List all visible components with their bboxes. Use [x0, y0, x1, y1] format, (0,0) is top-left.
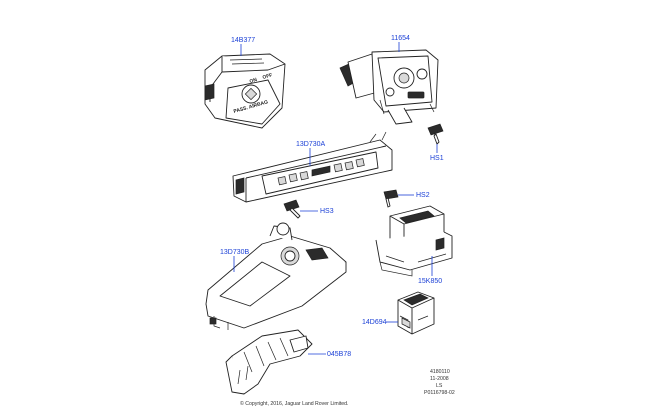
off-marking: OFF	[262, 72, 273, 81]
callout-15k850: 15K850	[418, 278, 442, 285]
part-15k850-module	[375, 205, 453, 277]
on-marking: ON	[249, 77, 258, 85]
callout-13d730a: 13D730A	[296, 141, 326, 148]
callout-hs2: HS2	[416, 192, 430, 199]
part-13d730b-console	[205, 222, 347, 330]
part-14b377-airbag-switch: PASS. AIRBAG ON OFF	[204, 53, 286, 129]
footer-line3: LS	[436, 383, 443, 389]
part-11654-headlamp-switch	[339, 49, 439, 125]
part-13d730a-switch-panel	[232, 131, 393, 203]
callout-14b377: 14B377	[231, 37, 255, 44]
hs3-screw	[283, 199, 301, 219]
callout-hs3: HS3	[320, 208, 334, 215]
callout-13d730b: 13D730B	[220, 249, 250, 256]
part-045b78-bracket	[225, 329, 313, 395]
callout-14d694: 14D694	[362, 319, 387, 326]
callout-045b78: 045B78	[327, 351, 351, 358]
footer-copyright: © Copyright, 2016, Jaguar Land Rover Lim…	[240, 400, 349, 407]
hs2-screw	[383, 189, 399, 208]
callout-11654: 11654	[391, 35, 410, 42]
hs1-screw	[427, 123, 444, 145]
footer-line2: 11-2008	[430, 376, 449, 382]
footer-line1: 4180110	[430, 369, 450, 375]
callout-hs1: HS1	[430, 155, 444, 162]
part-14d694-switch	[397, 291, 435, 335]
footer-line4: P0116798-02	[424, 390, 455, 396]
